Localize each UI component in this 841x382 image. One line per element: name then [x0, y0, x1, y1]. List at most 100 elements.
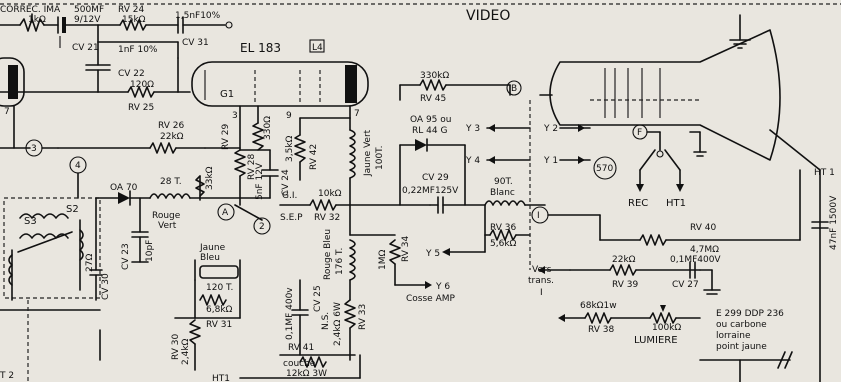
node-i: I: [537, 211, 540, 221]
label-330k: 330kΩ: [420, 71, 449, 81]
label-y6: Y 6: [435, 282, 450, 292]
label-22k: 22kΩ: [612, 255, 636, 265]
label-rv38: RV 38: [588, 325, 615, 335]
label-rv41: RV 41: [288, 343, 314, 353]
left-tube: [0, 57, 25, 107]
label-ht1: HT1: [666, 198, 686, 209]
label-rv29: RV 29: [221, 123, 231, 150]
label-couche-val: 12kΩ 3W: [286, 369, 327, 379]
label-120k: 120Ω: [130, 80, 154, 90]
label-27: 27Ω: [85, 254, 95, 272]
label-100k: 100kΩ: [652, 323, 681, 333]
label-rv32: RV 32: [314, 213, 340, 223]
detector-stage: [95, 190, 271, 263]
brightness-network: [558, 169, 829, 382]
label-jaune-vert: Jaune Vert: [363, 129, 373, 177]
label-rv25: RV 25: [128, 103, 154, 113]
label-68k-1w: 68kΩ1w: [580, 301, 617, 311]
label-couche: couche: [283, 359, 316, 369]
label-15nf: 1,5nF10%: [175, 11, 221, 21]
label-500mf: 500MF: [74, 5, 104, 15]
label-rec: REC: [628, 198, 648, 209]
label-rv33: RV 33: [358, 304, 368, 330]
label-1k: 1kΩ: [28, 15, 46, 25]
label-cv22: CV 22: [118, 69, 145, 79]
label-oa70: OA 70: [110, 183, 138, 193]
label-g1: G1: [220, 89, 234, 100]
node-570: 570: [596, 164, 613, 174]
label-rv26: RV 26: [158, 121, 185, 131]
label-500mf-volt: 9/12V: [74, 15, 101, 25]
crt-tube: [549, 14, 821, 382]
label-120t: 120 T.: [206, 283, 233, 293]
label-note1: E 299 DDP 236: [716, 309, 784, 319]
label-t2: T 2: [0, 371, 14, 381]
label-rv34: RV 34: [401, 235, 411, 262]
label-rv45: RV 45: [420, 94, 446, 104]
label-rv24-val: 15kΩ: [122, 15, 146, 25]
label-rv31: RV 31: [206, 320, 232, 330]
label-100t: 100T.: [375, 146, 385, 170]
label-blanc: Blanc: [490, 188, 515, 198]
node-a: A: [222, 208, 229, 218]
label-rouge-bleu: Rouge Bleu: [323, 229, 333, 280]
label-lumiere: LUMIERE: [634, 335, 678, 346]
label-video: VIDEO: [466, 8, 510, 24]
label-vers: Vers: [532, 265, 552, 275]
label-s2: S2: [66, 204, 79, 215]
label-oa95: OA 95 ou: [410, 115, 451, 125]
label-trans: trans.: [528, 276, 554, 286]
label-ns: N.S.: [321, 312, 331, 330]
label-rv36: RV 36: [490, 223, 517, 233]
label-rv28: RV 28: [247, 153, 257, 180]
label-rv30: RV 30: [171, 333, 181, 360]
label-y3: Y 3: [465, 124, 480, 134]
label-rv42: RV 42: [309, 144, 319, 170]
left-mid-wiring: [0, 105, 206, 199]
label-cv27: CV 27: [672, 280, 699, 290]
pin-7-left: 7: [4, 107, 10, 117]
label-rv30-val: 2,4kΩ: [181, 338, 191, 365]
label-el183: EL 183: [240, 41, 281, 55]
label-ht1-bottom: HT1: [212, 374, 230, 382]
label-bleu: Bleu: [200, 253, 220, 263]
pin-9: 9: [286, 111, 292, 121]
label-rv24: RV 24: [118, 5, 145, 15]
label-y4: Y 4: [465, 156, 480, 166]
pin-3: 3: [232, 111, 238, 121]
label-note4: point jaune: [716, 342, 767, 352]
correction-network: [0, 13, 233, 98]
label-trans-i: I: [540, 288, 543, 298]
label-cv23: CV 23: [121, 243, 131, 270]
label-cap-01-400: 0,1MF400V: [670, 255, 721, 265]
label-note2: ou carbone: [716, 320, 767, 330]
node-2: 2: [259, 222, 265, 232]
label-1m: 1MΩ: [378, 250, 388, 270]
label-68k: 6,8kΩ: [206, 305, 233, 315]
label-1nf: 1nF 10%: [118, 45, 158, 55]
coil-120t: [174, 259, 241, 371]
el183-tube: [191, 39, 369, 151]
label-rv36-val: 5,6kΩ: [490, 239, 517, 249]
label-cv23-val: 10pF: [145, 240, 155, 262]
label-rv39: RV 39: [612, 280, 639, 290]
label-cv24-val: 5nF 12V: [255, 162, 265, 200]
label-cv24: CV 24: [281, 169, 291, 196]
label-90t: 90T.: [494, 177, 513, 187]
label-ht1-edge: HT 1: [814, 168, 835, 178]
focus-switch: [593, 124, 707, 192]
label-l4: L4: [312, 43, 323, 53]
label-cv25: CV 25: [313, 285, 323, 312]
label-cv29: CV 29: [422, 173, 449, 183]
label-correc-ima: CORREC. IMA: [0, 5, 61, 15]
label-cap-edge: 47nF 1500V: [829, 195, 839, 250]
label-jaune: Jaune: [199, 243, 226, 253]
node-b: B: [511, 84, 517, 94]
label-176t: 176 T.: [335, 248, 345, 275]
label-rv26-val: 22kΩ: [160, 132, 184, 142]
label-rv40-val: 4,7MΩ: [690, 245, 719, 255]
label-cap-01: 0,1MF 400v: [285, 287, 295, 340]
pin-7: 7: [354, 109, 360, 119]
label-cv29-val: 0,22MF125V: [402, 186, 459, 196]
